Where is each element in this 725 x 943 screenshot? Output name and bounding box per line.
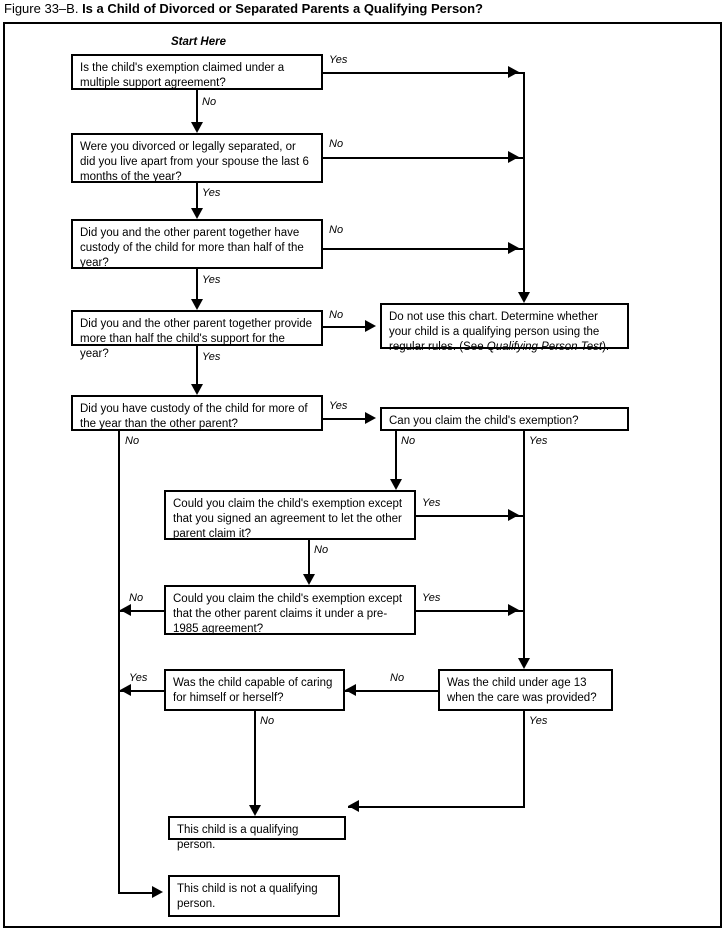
start-here-label: Start Here — [171, 36, 226, 48]
left-trunk-bottom-line — [118, 892, 152, 894]
node-do-not-use-chart: Do not use this chart. Determine whether… — [380, 303, 629, 353]
edge-q5-no-line — [118, 431, 120, 892]
edge-q8-no-arrow — [120, 604, 131, 616]
node-q8-pre-1985-agreement: Could you claim the child's exemption ex… — [164, 585, 416, 635]
edge-label-q5-no: No — [125, 435, 140, 447]
edge-label-q2-yes: Yes — [202, 187, 221, 199]
do-not-use-chart-text-part2: ). — [602, 341, 610, 353]
node-q1-multiple-support-agreement: Is the child's exemption claimed under a… — [71, 54, 323, 90]
node-q5-your-custody-more: Did you have custody of the child for mo… — [71, 395, 323, 431]
edge-label-q8-no: No — [129, 592, 144, 604]
chart-frame: Start Here Is the child's exemption clai… — [3, 22, 722, 928]
edge-q9-yes-arrow — [120, 684, 131, 696]
figure-number: Figure 33–B. — [4, 1, 79, 16]
edge-q1-no-arrow — [191, 122, 203, 133]
node-q6-can-you-claim-exemption: Can you claim the child's exemption? — [380, 407, 629, 431]
edge-q9-yes-line — [120, 690, 164, 692]
edge-q10-no-arrow — [345, 684, 356, 696]
edge-q8-no-line — [120, 610, 164, 612]
node-q9-child-capable-self-care: Was the child capable of caring for hims… — [164, 669, 345, 711]
node-q10-child-under-13: Was the child under age 13 when the care… — [438, 669, 613, 711]
edge-q3-yes-arrow — [191, 299, 203, 310]
edge-q4-yes-line — [196, 346, 198, 384]
edge-label-q4-no: No — [329, 309, 344, 321]
qualifying-person-test-reference: Qualifying Person Test — [486, 341, 603, 353]
edge-q10-yes-arrow — [348, 800, 359, 812]
edge-q7-yes-arrow — [508, 509, 519, 521]
edge-q6-no-arrow — [390, 479, 402, 490]
edge-q4-yes-arrow — [191, 384, 203, 395]
figure-question: Is a Child of Divorced or Separated Pare… — [82, 1, 483, 16]
edge-q8-yes-line — [416, 610, 523, 612]
do-not-use-chart-text-part1: Do not use this chart. Determine whether… — [389, 311, 600, 353]
edge-label-q4-yes: Yes — [202, 351, 221, 363]
edge-q7-no-arrow — [303, 574, 315, 585]
node-q3-together-custody: Did you and the other parent together ha… — [71, 219, 323, 269]
edge-label-q7-no: No — [314, 544, 329, 556]
edge-q10-no-line — [345, 690, 438, 692]
edge-q7-no-line — [308, 540, 310, 574]
edge-label-q10-yes: Yes — [529, 715, 548, 727]
edge-label-q6-no: No — [401, 435, 416, 447]
edge-label-q5-yes: Yes — [329, 400, 348, 412]
edge-q1-yes-arrow — [508, 66, 519, 78]
edge-q6-yes-line — [523, 431, 525, 658]
edge-label-q6-yes: Yes — [529, 435, 548, 447]
left-trunk-bottom-arrow — [152, 886, 163, 898]
edge-q1-no-line — [196, 90, 198, 122]
node-q2-divorced-or-separated: Were you divorced or legally separated, … — [71, 133, 323, 183]
right-trunk-arrow — [518, 292, 530, 303]
node-q7-signed-agreement: Could you claim the child's exemption ex… — [164, 490, 416, 540]
edge-q5-yes-arrow — [365, 412, 376, 424]
edge-q9-no-arrow — [249, 805, 261, 816]
edge-label-q3-yes: Yes — [202, 274, 221, 286]
edge-label-q1-no: No — [202, 96, 217, 108]
edge-q7-yes-line — [416, 515, 523, 517]
node-result-qualifying-person: This child is a qualifying person. — [168, 816, 346, 851]
edge-q1-yes-line — [323, 72, 523, 74]
edge-label-q7-yes: Yes — [422, 497, 441, 509]
page-title: Figure 33–B. Is a Child of Divorced or S… — [4, 1, 483, 16]
edge-label-q10-no: No — [390, 672, 405, 684]
edge-q6-yes-arrow — [518, 658, 530, 669]
node-q4-together-support: Did you and the other parent together pr… — [71, 310, 323, 360]
edge-q3-yes-line — [196, 269, 198, 299]
edge-q6-no-line — [395, 431, 397, 479]
edge-q10-yes-hline — [348, 806, 525, 808]
edge-q3-no-line — [323, 248, 523, 250]
edge-q5-yes-line — [323, 418, 365, 420]
edge-label-q1-yes: Yes — [329, 54, 348, 66]
edge-q4-no-line — [323, 326, 365, 328]
edge-q2-yes-arrow — [191, 208, 203, 219]
edge-label-q9-no: No — [260, 715, 275, 727]
edge-q10-yes-line — [523, 711, 525, 806]
edge-q3-no-arrow — [508, 242, 519, 254]
right-trunk-line — [523, 72, 525, 292]
edge-q2-no-line — [323, 157, 523, 159]
edge-q2-no-arrow — [508, 151, 519, 163]
edge-label-q9-yes: Yes — [129, 672, 148, 684]
edge-q9-no-line — [254, 711, 256, 805]
edge-label-q3-no: No — [329, 224, 344, 236]
edge-q8-yes-arrow — [508, 604, 519, 616]
edge-q4-no-arrow — [365, 320, 376, 332]
edge-label-q8-yes: Yes — [422, 592, 441, 604]
node-result-not-qualifying-person: This child is not a qualifying person. — [168, 875, 340, 917]
edge-q2-yes-line — [196, 183, 198, 208]
edge-label-q2-no: No — [329, 138, 344, 150]
